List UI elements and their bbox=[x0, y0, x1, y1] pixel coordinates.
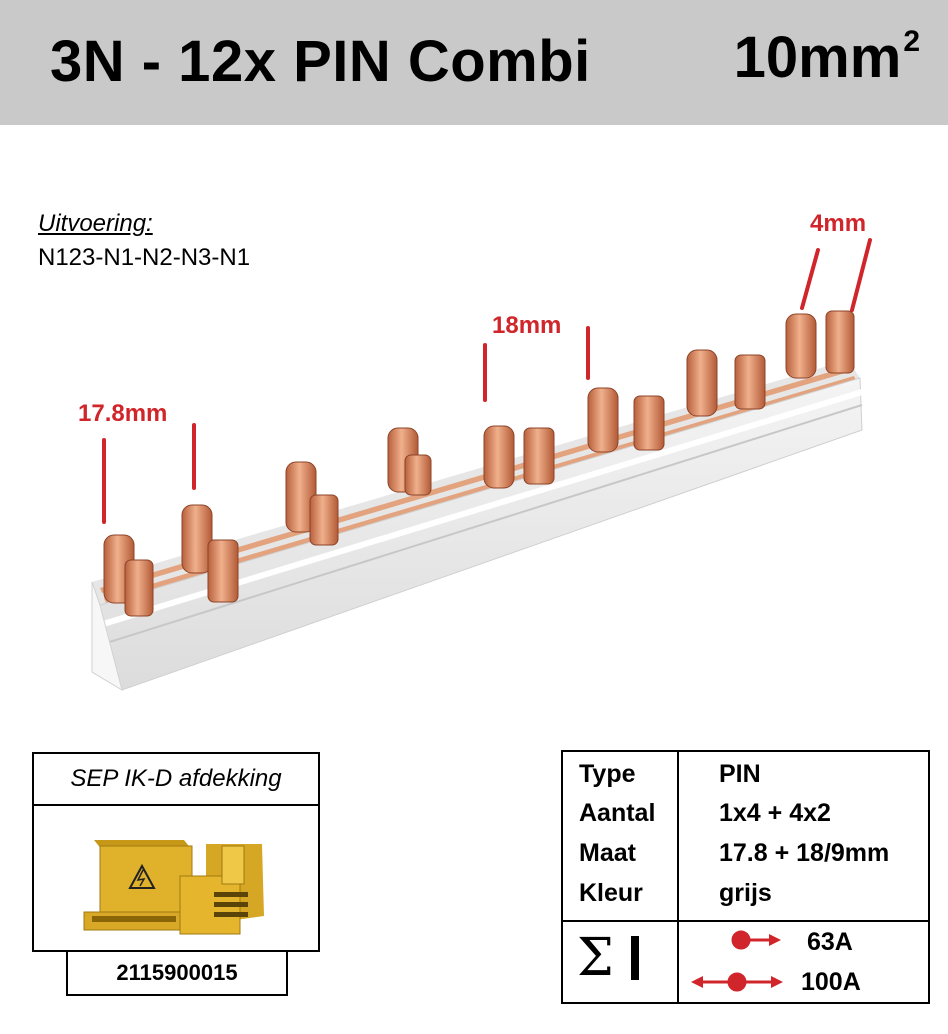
copper-strip-2 bbox=[104, 376, 856, 603]
spec-value-type: PIN bbox=[719, 760, 761, 788]
spec-value-kleur: grijs bbox=[719, 879, 772, 907]
double-feed-arrow-right-icon bbox=[771, 976, 783, 988]
pin-6 bbox=[523, 427, 555, 485]
spec-label-aantal: Aantal bbox=[579, 799, 656, 827]
cover-right-notch bbox=[221, 845, 245, 885]
warning-icon bbox=[128, 863, 156, 889]
current-arrows bbox=[691, 930, 783, 992]
cover-right-rib-2 bbox=[214, 902, 248, 907]
header-bar: 3N - 12x PIN Combi 10mm2 bbox=[0, 0, 948, 125]
pin-3b bbox=[309, 494, 339, 546]
spec-label-kleur: Kleur bbox=[579, 879, 643, 907]
pins bbox=[103, 310, 855, 617]
cover-right-rib-3 bbox=[214, 912, 248, 917]
pin-7 bbox=[587, 387, 619, 453]
pin-10 bbox=[734, 354, 766, 410]
single-feed-arrow-icon bbox=[769, 934, 781, 946]
dim-line-3b bbox=[850, 238, 872, 312]
dim-line-3a bbox=[800, 248, 820, 310]
pin-1b bbox=[124, 559, 154, 617]
spec-table: Type PIN Aantal 1x4 + 4x2 Maat 17.8 + 18… bbox=[561, 750, 930, 1004]
product-title: 3N - 12x PIN Combi bbox=[50, 29, 591, 94]
current-sum-icon: Σ bbox=[577, 928, 614, 988]
double-feed-arrow-left-icon bbox=[691, 976, 703, 988]
sep-title: SEP IK-D afdekking bbox=[34, 754, 318, 806]
current-single-feed: 63A bbox=[807, 928, 853, 956]
cover-left-slot-gap bbox=[92, 916, 176, 922]
spec-value-maat: 17.8 + 18/9mm bbox=[719, 839, 890, 867]
pin-2b bbox=[207, 539, 239, 603]
spec-value-aantal: 1x4 + 4x2 bbox=[719, 799, 831, 827]
spec-label-type: Type bbox=[579, 760, 636, 788]
uitvoering-value: N123-N1-N2-N3-N1 bbox=[38, 244, 251, 271]
pin-8 bbox=[633, 395, 665, 451]
pin-11 bbox=[785, 313, 817, 379]
double-feed-dot bbox=[727, 972, 747, 992]
dimension-lines bbox=[102, 238, 872, 524]
lightning-bolt bbox=[136, 869, 146, 887]
busbar-end-cap bbox=[91, 581, 123, 692]
cross-section-value: 10mm bbox=[733, 25, 902, 90]
current-double-feed: 100A bbox=[801, 968, 861, 996]
cover-right-rib-1 bbox=[214, 892, 248, 897]
pin-5 bbox=[483, 425, 515, 489]
pin-9 bbox=[686, 349, 718, 417]
busbar-groove-2 bbox=[99, 404, 863, 646]
sep-cover-box: SEP IK-D afdekking bbox=[32, 752, 320, 952]
spec-divider-vertical bbox=[677, 752, 679, 1002]
dimension-label-17-8: 17.8mm bbox=[78, 400, 168, 427]
cover-image bbox=[83, 840, 264, 935]
spec-divider-horizontal bbox=[563, 920, 928, 922]
uitvoering-label: Uitvoering: bbox=[38, 210, 153, 237]
pin-12 bbox=[825, 310, 855, 374]
sep-article-number: 2115900015 bbox=[66, 952, 288, 996]
cross-section-exponent: 2 bbox=[903, 24, 920, 58]
pin-4b bbox=[404, 454, 432, 496]
current-symbol-bar bbox=[631, 936, 639, 980]
dimension-label-4: 4mm bbox=[810, 210, 867, 237]
spec-label-maat: Maat bbox=[579, 839, 636, 867]
cross-section: 10mm2 bbox=[734, 24, 920, 91]
dimension-label-18: 18mm bbox=[492, 312, 562, 339]
pin-2 bbox=[181, 504, 213, 574]
